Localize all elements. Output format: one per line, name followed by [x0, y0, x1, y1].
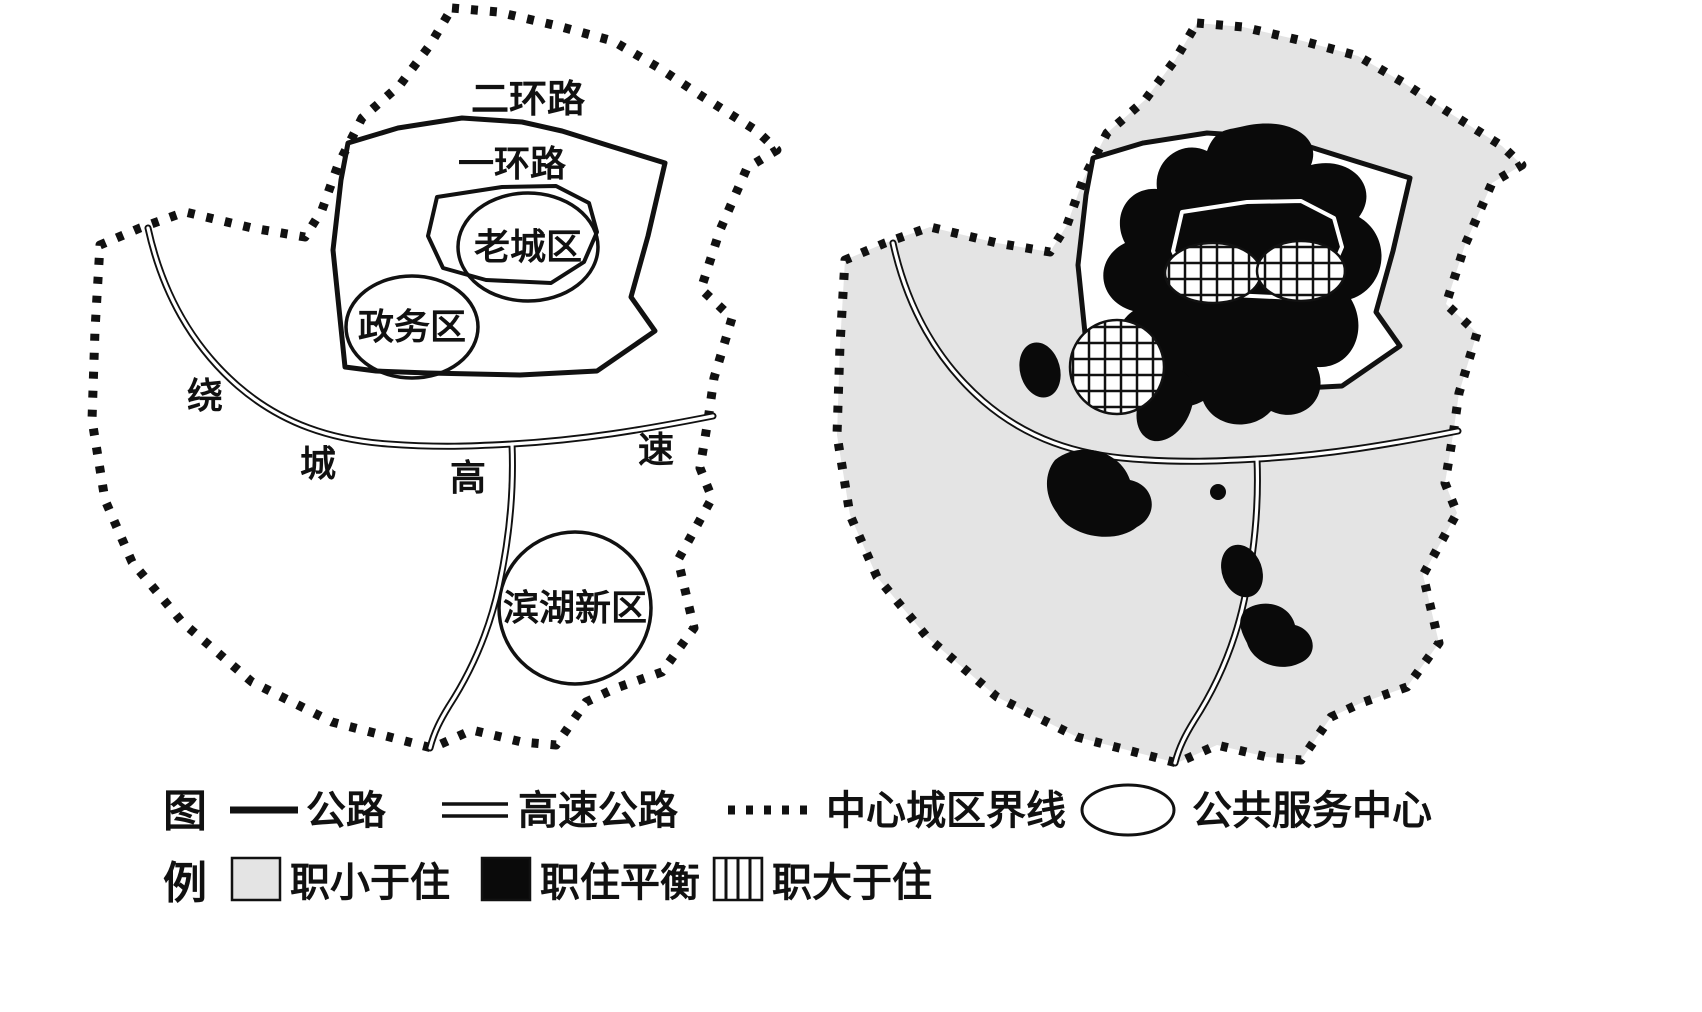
old-city-label: 老城区 — [474, 226, 582, 267]
government-district-label: 政务区 — [358, 306, 466, 347]
expressway-char-su: 速 — [638, 429, 674, 470]
binhu-new-district-label: 滨湖新区 — [503, 587, 647, 628]
legend-service-center-label: 公共服务中心 — [1192, 789, 1432, 833]
balanced-zone-south-small — [1221, 544, 1263, 598]
legend: 图 例 公路 高速公路 中心城区界线 公共服务中心 职小于住 职住平衡 职大于住 — [163, 783, 1432, 908]
government-district-zone — [344, 274, 480, 380]
binhu-new-district-zone — [497, 530, 653, 686]
balanced-zone-southwest — [1046, 449, 1152, 537]
balanced-zone-west-small — [1019, 342, 1061, 398]
legend-title-char1: 图 — [163, 787, 207, 836]
old-city-zone — [456, 191, 600, 303]
legend-expressway-label: 高速公路 — [518, 789, 679, 833]
legend-expressway-sample — [442, 802, 508, 818]
expressway-char-cheng: 城 — [300, 443, 336, 484]
legend-jobs-less-label: 职小于住 — [290, 861, 450, 905]
legend-road-label: 公路 — [306, 789, 387, 833]
balanced-zone-south — [1240, 603, 1313, 667]
legend-jobs-balance-label: 职住平衡 — [540, 861, 700, 905]
second-ring-road-label: 二环路 — [471, 79, 586, 121]
left-structure-map: 二环路 一环路 老城区 政务区 滨湖新区 绕 城 高 速 — [92, 8, 777, 748]
legend-jobs-balance-swatch — [480, 856, 532, 902]
legend-title-char2: 例 — [163, 859, 207, 908]
legend-jobs-less-swatch — [230, 856, 282, 902]
legend-jobs-greater-label: 职大于住 — [772, 861, 932, 905]
first-ring-road-label: 一环路 — [458, 143, 567, 184]
expressway-char-rao: 绕 — [187, 375, 223, 416]
jobs-greater-zone-oldcity-east — [1255, 239, 1347, 303]
jobs-greater-zone-government — [1068, 318, 1166, 416]
expressway-char-gao: 高 — [450, 457, 486, 498]
legend-service-center-sample — [1080, 783, 1176, 837]
balanced-zone-dot — [1210, 484, 1226, 500]
legend-jobs-greater-swatch — [712, 856, 764, 902]
legend-boundary-label: 中心城区界线 — [826, 789, 1066, 833]
jobs-greater-zone-oldcity-west — [1163, 241, 1263, 305]
right-job-housing-map — [837, 23, 1522, 763]
